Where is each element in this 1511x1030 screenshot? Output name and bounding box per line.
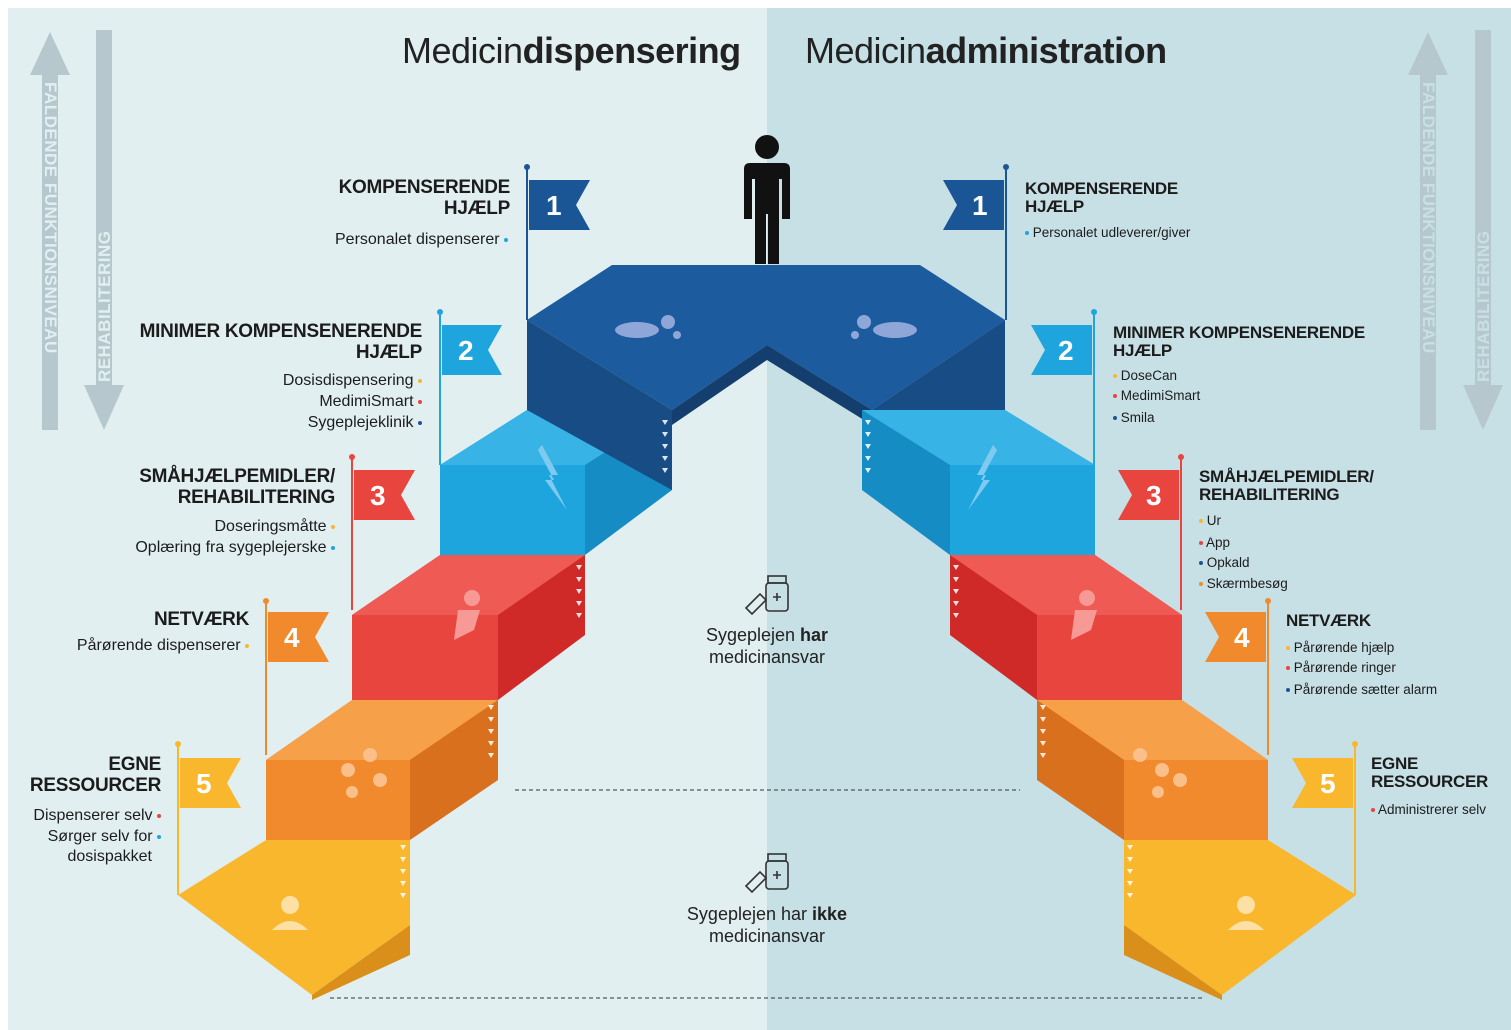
flag-number-right-5: 5 [1320,768,1336,799]
right-item-4-3: Pårørende sætter alarm [1286,682,1437,697]
left-item-2-2: MedimiSmart [319,393,422,411]
right-item-4-1: Pårørende hjælp [1286,640,1394,655]
left-item-2-3: Sygeplejeklinik [308,414,422,432]
flags-right [943,164,1358,895]
right-item-3-4: Skærmbesøg [1199,576,1288,591]
flag-number-left-3: 3 [370,480,386,511]
title-dispensing: Medicindispensering [402,30,741,71]
right-item-2-3: Smila [1113,410,1155,425]
right-item-5-1: Administrerer selv [1371,802,1486,817]
right-heading-3: SMÅHJÆLPEMIDLER/REHABILITERING [1199,467,1374,504]
title-administration: Medicinadministration [805,30,1167,71]
flags-left [175,164,590,895]
right-item-4-2: Pårørende ringer [1286,660,1396,675]
right-item-1-1: Personalet udleverer/giver [1025,225,1190,240]
right-item-3-3: Opkald [1199,555,1250,570]
flag-number-right-1: 1 [972,190,988,221]
right-item-3-2: App [1199,535,1230,550]
right-heading-4: NETVÆRK [1286,611,1371,630]
flag-number-left-4: 4 [284,622,300,653]
lying-person-icon [615,315,917,339]
flag-number-left-5: 5 [196,768,212,799]
flag-number-right-3: 3 [1146,480,1162,511]
left-item-5-2: Sørger selv for [48,828,161,846]
left-item-2-1: Dosisdispensering [283,372,422,390]
right-item-3-1: Ur [1199,513,1221,528]
left-item-3-1: Doseringsmåtte [215,518,335,536]
left-heading-3: SMÅHJÆLPEMIDLER/REHABILITERING [139,466,335,508]
left-heading-4: NETVÆRK [153,609,249,630]
flag-number-left-2: 2 [458,335,474,366]
step-5-right-top [1124,840,1356,995]
right-item-2-2: MedimiSmart [1113,388,1200,403]
kneeling-person-icon [454,590,1097,640]
left-item-1-1: Personalet dispenserer [335,231,508,249]
left-item-3-2: Oplæring fra sygeplejerske [135,539,335,557]
crutch-icon [538,445,997,510]
self-resources-icon [272,896,1264,930]
left-item-4-1: Pårørende dispenserer [77,637,249,655]
flag-number-right-4: 4 [1234,622,1250,653]
right-item-2-1: DoseCan [1113,368,1177,383]
step-1-top [527,265,1005,410]
left-item-5-3: dosispakket [67,848,153,865]
step-5-left-top [178,840,410,995]
network-icon [341,748,1187,798]
person-icon [744,135,790,264]
flag-number-left-1: 1 [546,190,562,221]
flag-number-right-2: 2 [1058,335,1074,366]
left-item-5-1: Dispenserer selv [33,807,161,825]
medicine-icon [744,575,789,894]
